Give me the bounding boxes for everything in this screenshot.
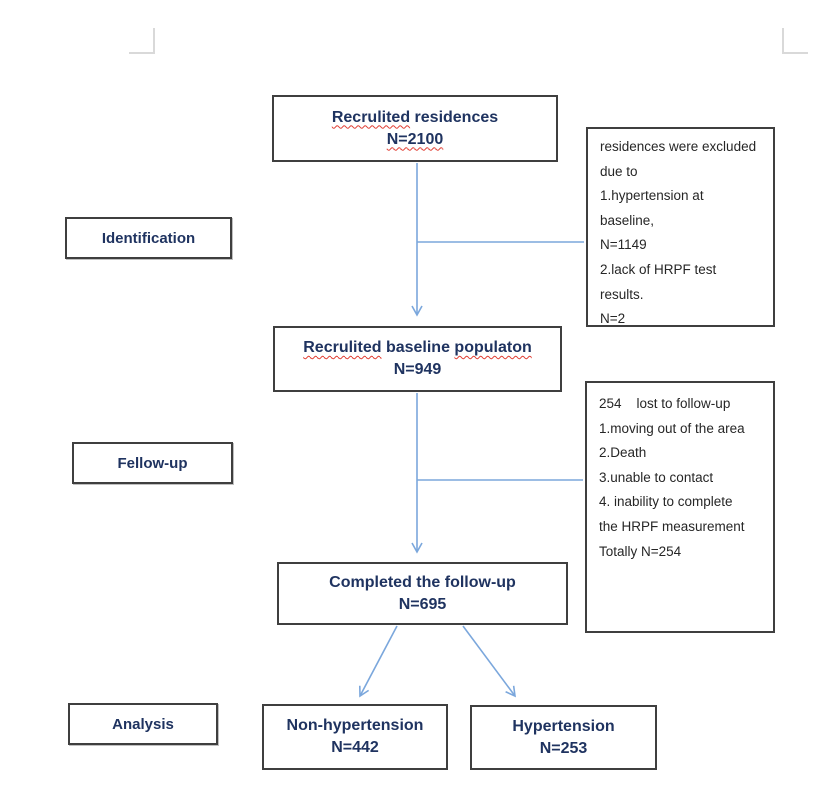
- recruited-residences-box: Recrulited residences N=2100: [272, 95, 558, 162]
- excluded-note-line: baseline,: [600, 212, 655, 228]
- baseline-population-title: Recrulited baseline populaton: [303, 339, 532, 356]
- stage-fellowup-box: Fellow-up: [72, 442, 233, 484]
- completed-followup-box: Completed the follow-up N=695: [277, 562, 568, 625]
- excluded-note-line: residences were excluded: [600, 139, 757, 154]
- excluded-note-line: N=1149: [600, 237, 647, 253]
- non-hypertension-title: Non-hypertension: [286, 717, 424, 734]
- lost-to-followup-note-box: 254 lost to follow-up 1.moving out of th…: [585, 381, 775, 633]
- lost-note-line: 254 lost to follow-up: [599, 396, 731, 411]
- lost-note-line: 4. inability to complete: [599, 494, 733, 510]
- lost-note-line: 3.unable to contact: [599, 469, 714, 485]
- baseline-population-box: Recrulited baseline populaton N=949: [273, 326, 562, 392]
- stage-analysis-box: Analysis: [68, 703, 218, 745]
- lost-note-line: Totally N=254: [599, 543, 682, 559]
- lost-note-line: 1.moving out of the area: [599, 420, 745, 436]
- hypertension-box: Hypertension N=253: [470, 705, 657, 770]
- stage-fellowup-label: Fellow-up: [117, 454, 188, 472]
- arrow-completed-to-nonhypertension: [358, 625, 398, 698]
- excluded-note-line: due to: [600, 163, 638, 179]
- excluded-note-line: results.: [600, 286, 644, 302]
- non-hypertension-box: Non-hypertension N=442: [262, 704, 448, 770]
- hypertension-title: Hypertension: [512, 717, 615, 735]
- lost-note-line: the HRPF measurement: [599, 518, 745, 534]
- non-hypertension-count: N=442: [331, 739, 379, 756]
- baseline-population-count: N=949: [393, 361, 442, 378]
- excluded-note-line: 2.lack of HRPF test: [600, 261, 717, 277]
- completed-followup-count: N=695: [398, 595, 447, 613]
- lost-note-line: 2.Death: [599, 445, 647, 461]
- recruited-residences-title: Recrulited residences: [331, 108, 499, 126]
- excluded-note-box: residences were excluded due to 1.hypert…: [586, 127, 775, 327]
- excluded-note-line: N=2: [600, 311, 626, 327]
- arrow-completed-to-hypertension: [462, 625, 516, 698]
- stage-identification-box: Identification: [65, 217, 232, 259]
- completed-followup-title: Completed the follow-up: [329, 573, 516, 591]
- page-margin-corner-left: [129, 28, 155, 54]
- page-margin-corner-right: [782, 28, 808, 54]
- recruited-residences-count: N=2100: [386, 130, 444, 148]
- excluded-note-line: 1.hypertension at: [600, 188, 704, 204]
- stage-analysis-label: Analysis: [112, 715, 174, 733]
- hypertension-count: N=253: [539, 739, 588, 757]
- stage-identification-label: Identification: [101, 229, 196, 247]
